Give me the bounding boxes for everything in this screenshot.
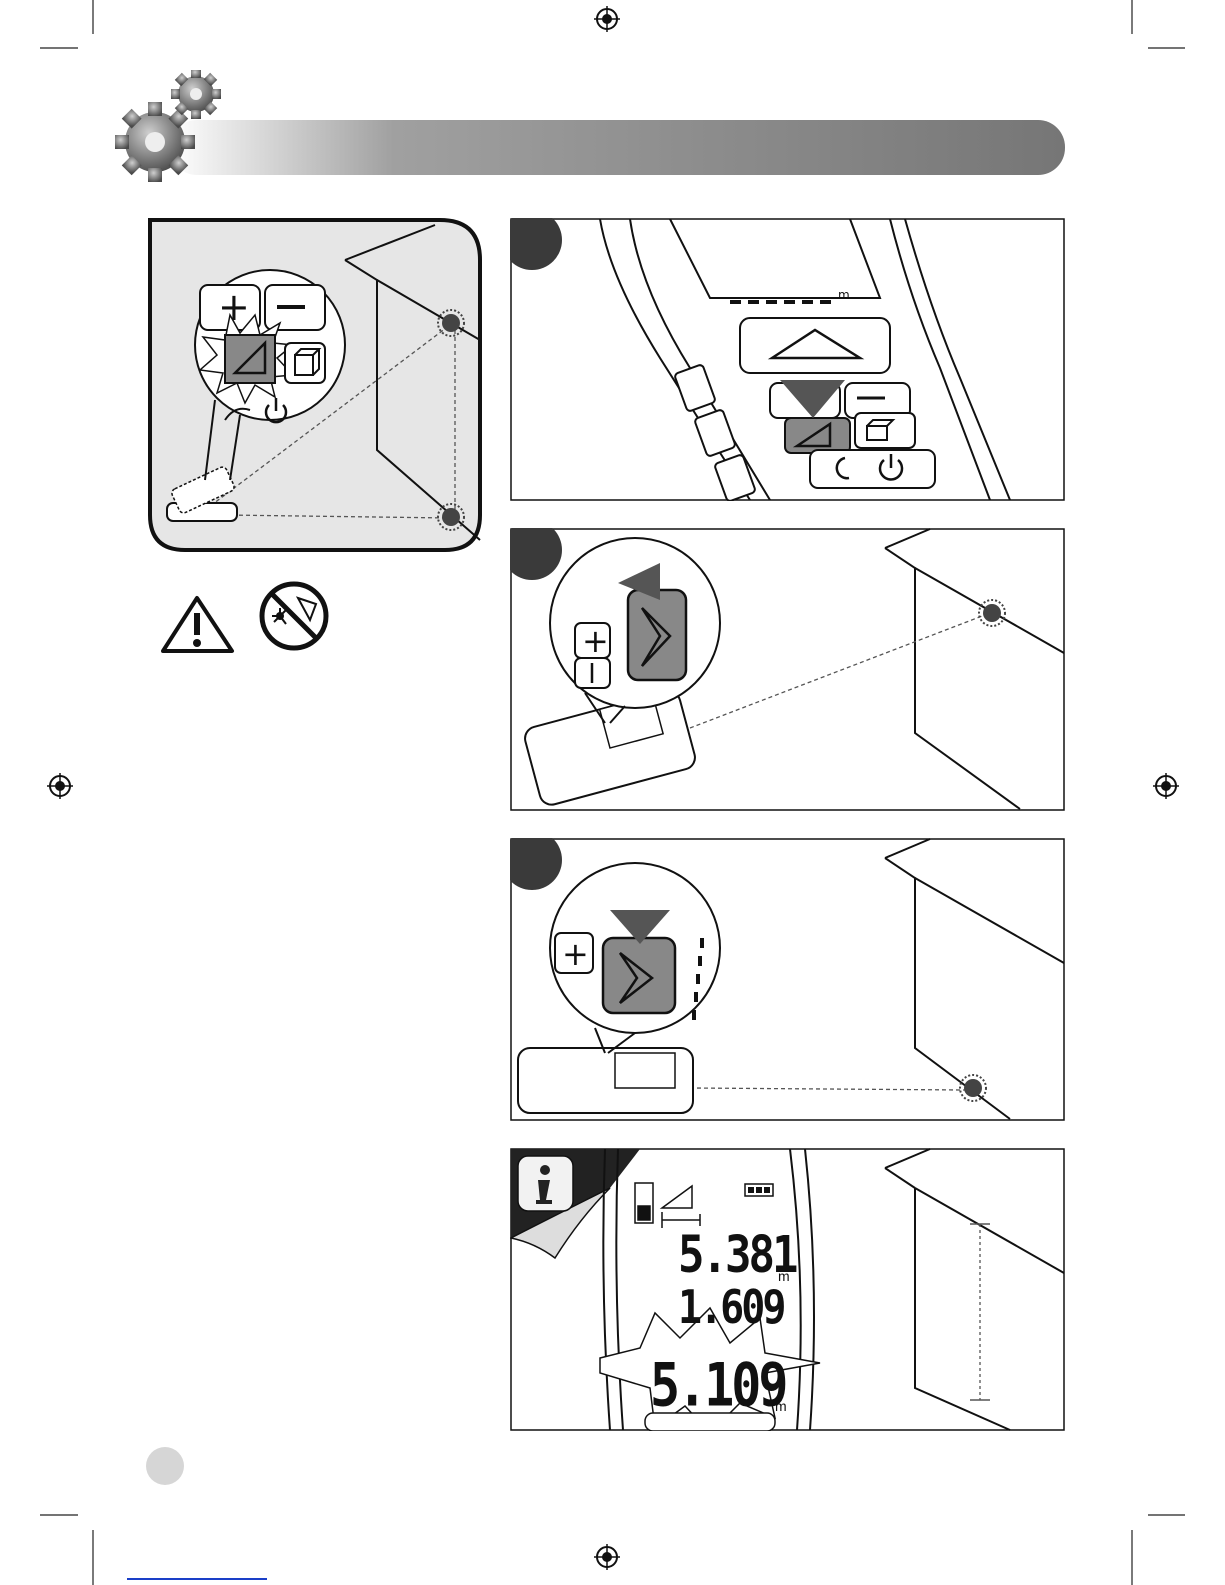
lcd-line-3: 5.109	[650, 1350, 775, 1420]
lcd-unit-3: m	[775, 1398, 787, 1414]
area-icon	[855, 413, 915, 448]
overview-illustration: +	[145, 215, 485, 555]
header-bar	[110, 70, 1075, 185]
warning-triangle-icon	[160, 593, 235, 655]
lcd-line-2: 1.609	[678, 1282, 778, 1335]
step-3-panel: +	[510, 838, 1065, 1121]
svg-text:m: m	[838, 288, 850, 302]
registration-mark-top	[594, 6, 620, 32]
no-laser-eye-icon	[258, 580, 330, 652]
registration-mark-bottom	[594, 1544, 620, 1570]
triangle-measure-icon	[785, 418, 850, 453]
registration-mark-left	[47, 773, 73, 799]
plus-icon: +	[582, 622, 609, 660]
lcd-line-1: 5.381	[678, 1226, 778, 1285]
page-number-dot	[146, 1447, 184, 1485]
area-icon	[285, 343, 325, 383]
info-icon	[518, 1156, 573, 1211]
measure-button-icon	[603, 938, 675, 1013]
step-1-panel: m	[510, 218, 1065, 501]
registration-mark-right	[1153, 773, 1179, 799]
step-2-panel: +	[510, 528, 1065, 811]
plus-icon: +	[562, 935, 589, 973]
measure-button-icon	[628, 590, 686, 680]
bottom-link-underline	[127, 1578, 267, 1580]
result-panel: 5.381 m 1.609 5.109 m	[510, 1148, 1065, 1431]
result-illustration	[510, 1148, 1065, 1431]
